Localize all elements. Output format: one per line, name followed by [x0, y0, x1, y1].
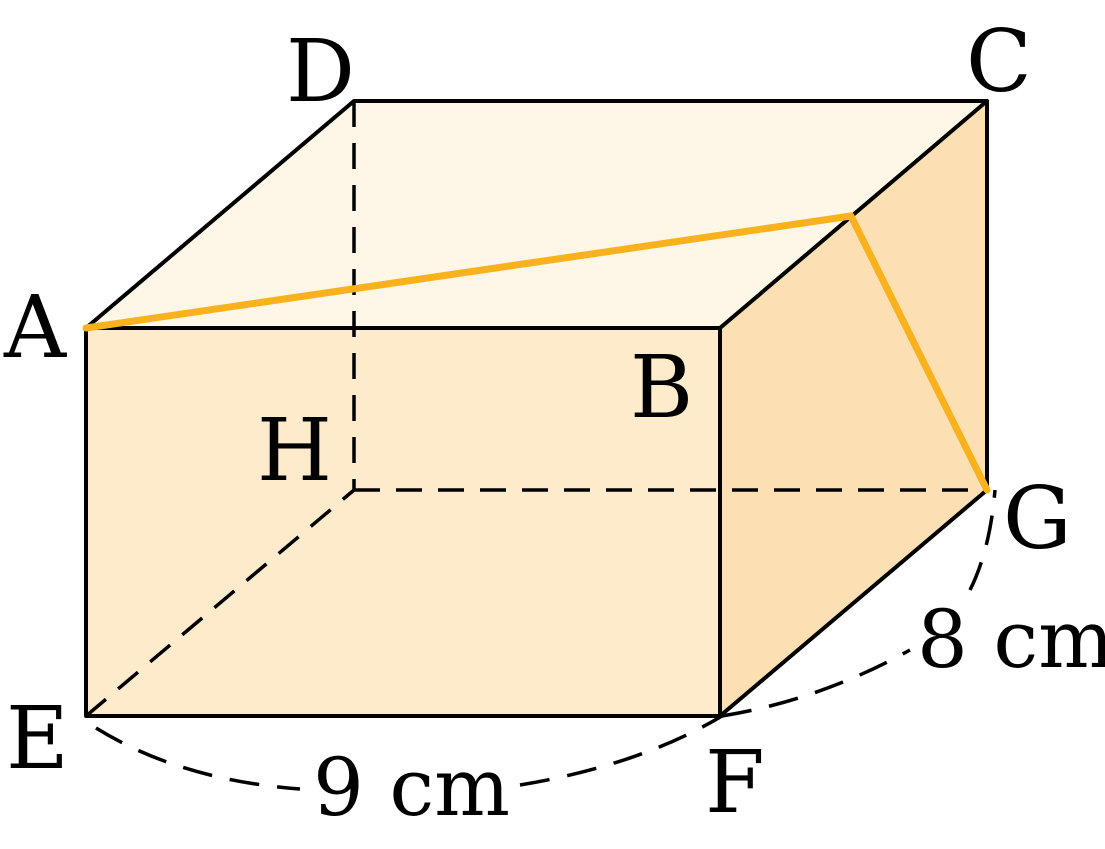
vertex-label-g: G — [1003, 469, 1072, 569]
dimension-arc-fg-lower — [721, 648, 911, 718]
dimension-arc-fg-upper — [968, 489, 997, 591]
vertex-label-a: A — [3, 278, 67, 378]
vertex-label-b: B — [630, 338, 693, 438]
vertex-label-e: E — [6, 689, 69, 789]
vertex-label-h: H — [257, 401, 332, 501]
dimension-label-width: 8 cm — [917, 593, 1105, 686]
vertex-label-d: D — [286, 22, 355, 122]
front-face-abfe — [86, 328, 720, 716]
dimension-arc-ef-right — [519, 714, 723, 787]
top-face-abcd — [86, 101, 987, 328]
vertex-label-c: C — [966, 12, 1032, 112]
dimension-label-length: 9 cm — [313, 741, 510, 834]
shortest-path-line — [82, 212, 991, 494]
hidden-edge-eh — [84, 488, 356, 718]
right-face-bcgf — [720, 101, 987, 716]
dimension-arc-ef-left — [95, 726, 301, 791]
vertex-label-f: F — [705, 733, 765, 833]
